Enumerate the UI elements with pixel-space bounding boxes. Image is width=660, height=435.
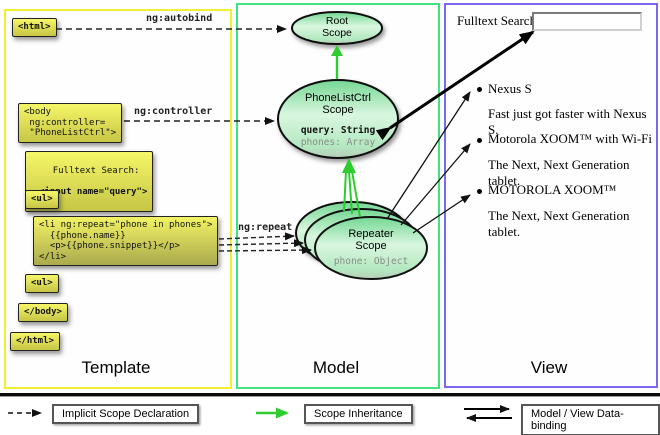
phonelistctrl-line1: PhoneListCtrl bbox=[304, 92, 372, 104]
repeater-line1: Repeater bbox=[348, 228, 394, 240]
code-ul-close: <ul> bbox=[25, 274, 59, 293]
legend-data-binding: Model / View Data-binding bbox=[521, 404, 660, 435]
root-scope-label: Root Scope bbox=[292, 15, 382, 39]
legend-separator bbox=[0, 393, 660, 397]
phone-item-title: MOTOROLA XOOM™ bbox=[488, 182, 617, 197]
phone-item-title: Nexus S bbox=[488, 81, 532, 96]
bullet-icon bbox=[477, 189, 482, 194]
phone-item-title: Motorola XOOM™ with Wi-Fi bbox=[488, 131, 653, 146]
ng-autobind-label: ng:autobind bbox=[146, 13, 213, 24]
fulltext-search-input[interactable] bbox=[532, 12, 642, 31]
bullet-icon bbox=[477, 138, 482, 143]
phonelistctrl-scope-label: PhoneListCtrl Scope bbox=[278, 92, 398, 116]
phone-item-description: The Next, Next Generation tablet. bbox=[488, 157, 630, 188]
repeater-prop-phone: phone: Object bbox=[333, 256, 409, 267]
legend-scope-inheritance: Scope Inheritance bbox=[304, 404, 413, 424]
phonelistctrl-line2: Scope bbox=[322, 104, 354, 116]
code-body-open: <body ng:controller= "PhoneListCtrl"> bbox=[18, 103, 123, 143]
ng-controller-label: ng:controller bbox=[134, 106, 213, 117]
bullet-icon bbox=[477, 87, 482, 92]
code-fulltext-label: Fulltext Search: bbox=[52, 165, 140, 176]
repeater-line2: Scope bbox=[355, 240, 387, 252]
root-scope-line1: Root bbox=[325, 15, 349, 27]
code-li-repeat: <li ng:repeat="phone in phones"> {{phone… bbox=[33, 216, 219, 266]
code-html-close: </html> bbox=[10, 332, 60, 351]
template-column-label: Template bbox=[81, 358, 151, 377]
bidirectional-arrow-icon bbox=[464, 405, 512, 422]
model-column bbox=[236, 3, 440, 389]
phonelistctrl-prop-query: query: String bbox=[300, 125, 376, 136]
repeater-scope-label: Repeater Scope bbox=[315, 228, 427, 252]
legend-implicit-scope: Implicit Scope Declaration bbox=[52, 404, 200, 424]
model-column-label: Model bbox=[312, 358, 360, 377]
code-ul-open: <ul> bbox=[25, 190, 59, 209]
view-column-label: View bbox=[530, 358, 568, 377]
phonelistctrl-prop-phones: phones: Array bbox=[300, 137, 376, 148]
ng-repeat-label: ng:repeat bbox=[238, 222, 293, 233]
code-html-open: <html> bbox=[12, 18, 57, 37]
view-search-label: Fulltext Search: bbox=[457, 13, 540, 28]
root-scope-line2: Scope bbox=[322, 27, 352, 39]
code-body-close: </body> bbox=[18, 303, 68, 322]
phone-item-description: The Next, Next Generation tablet. bbox=[488, 208, 630, 239]
